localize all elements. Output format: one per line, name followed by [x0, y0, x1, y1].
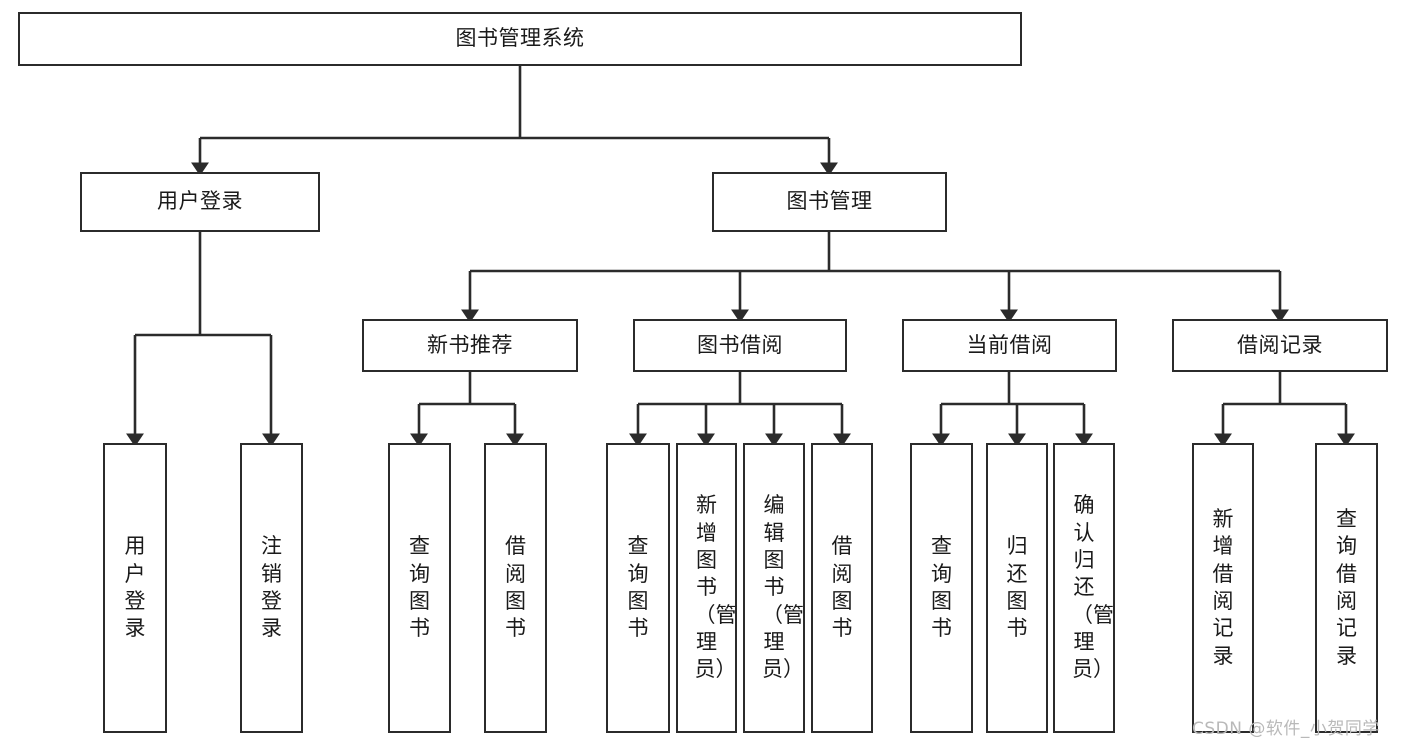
node-root[interactable]: 图书管理系统 [18, 12, 1022, 66]
node-borrow-record[interactable]: 借阅记录 [1172, 319, 1388, 372]
node-leaf-borrow-book-1-label: 借阅图书 [505, 534, 526, 641]
node-leaf-query-book-1[interactable]: 查询图书 [388, 443, 451, 733]
node-leaf-return-book[interactable]: 归还图书 [986, 443, 1048, 733]
node-leaf-confirm-return-admin-label: 确认归还（管理员） [1072, 493, 1114, 682]
node-leaf-query-book-1-label: 查询图书 [409, 534, 430, 641]
node-leaf-query-borrow-record[interactable]: 查询借阅记录 [1315, 443, 1378, 733]
node-leaf-borrow-book-2[interactable]: 借阅图书 [811, 443, 873, 733]
node-book-management-label: 图书管理 [786, 189, 873, 214]
node-leaf-user-logout[interactable]: 注销登录 [240, 443, 303, 733]
node-user-login-label: 用户登录 [157, 189, 243, 214]
node-user-login[interactable]: 用户登录 [80, 172, 320, 232]
node-leaf-confirm-return-admin[interactable]: 确认归还（管理员） [1053, 443, 1115, 733]
csdn-watermark: CSDN @软件_小贺同学 [1192, 719, 1380, 739]
node-book-borrow[interactable]: 图书借阅 [633, 319, 847, 372]
node-leaf-query-borrow-record-label: 查询借阅记录 [1336, 507, 1357, 668]
node-leaf-query-book-2-label: 查询图书 [627, 534, 649, 641]
node-new-book-recommend-label: 新书推荐 [427, 332, 513, 357]
node-borrow-record-label: 借阅记录 [1237, 332, 1323, 357]
node-leaf-return-book-label: 归还图书 [1006, 534, 1028, 641]
node-leaf-borrow-book-1[interactable]: 借阅图书 [484, 443, 547, 733]
node-book-borrow-label: 图书借阅 [697, 332, 783, 357]
node-leaf-user-logout-label: 注销登录 [261, 534, 282, 641]
node-leaf-borrow-book-2-label: 借阅图书 [831, 534, 853, 641]
node-current-borrow-label: 当前借阅 [966, 332, 1053, 357]
node-leaf-edit-book-admin[interactable]: 编辑图书（管理员） [743, 443, 805, 733]
node-leaf-add-borrow-record[interactable]: 新增借阅记录 [1192, 443, 1254, 733]
node-leaf-add-book-admin[interactable]: 新增图书（管理员） [676, 443, 737, 733]
node-leaf-query-book-3-label: 查询图书 [931, 534, 952, 641]
node-new-book-recommend[interactable]: 新书推荐 [362, 319, 578, 372]
node-root-label: 图书管理系统 [455, 26, 585, 51]
node-leaf-query-book-2[interactable]: 查询图书 [606, 443, 670, 733]
node-leaf-edit-book-admin-label: 编辑图书（管理员） [762, 493, 804, 682]
node-book-management[interactable]: 图书管理 [712, 172, 947, 232]
node-leaf-add-borrow-record-label: 新增借阅记录 [1212, 507, 1234, 668]
node-current-borrow[interactable]: 当前借阅 [902, 319, 1117, 372]
node-leaf-add-book-admin-label: 新增图书（管理员） [694, 493, 737, 682]
node-leaf-query-book-3[interactable]: 查询图书 [910, 443, 973, 733]
node-leaf-user-login[interactable]: 用户登录 [103, 443, 167, 733]
node-leaf-user-login-label: 用户登录 [124, 534, 146, 641]
